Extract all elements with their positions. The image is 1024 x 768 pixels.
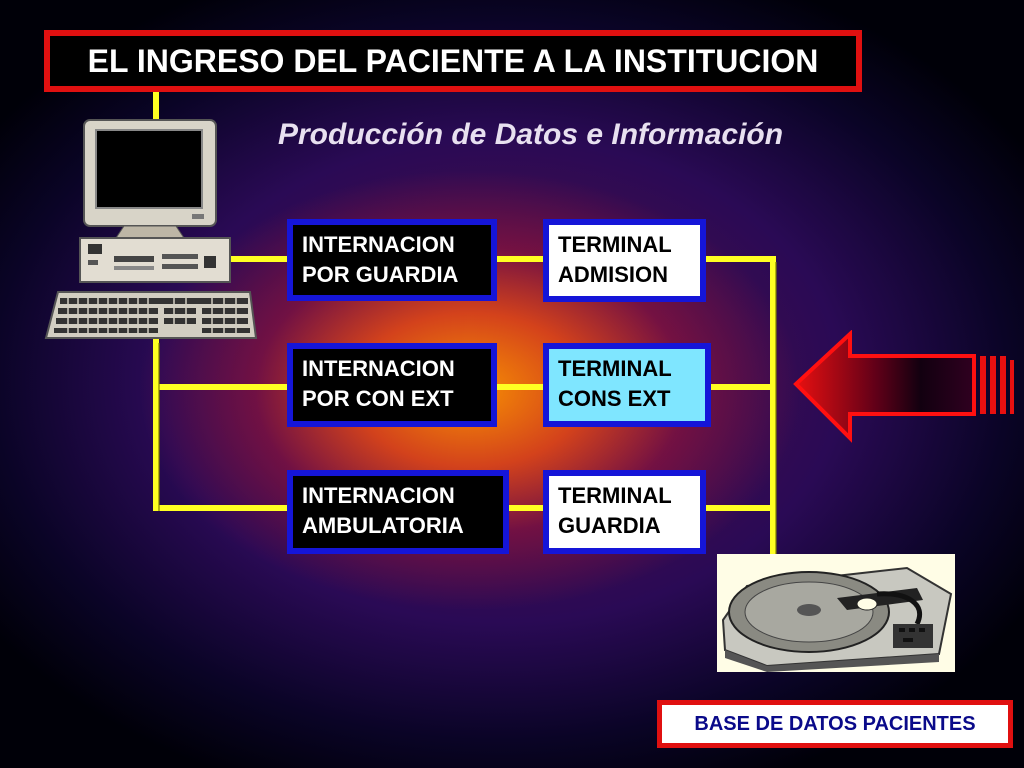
box-line2: POR CON EXT	[302, 386, 454, 411]
box-line1: TERMINAL	[558, 356, 672, 381]
hard-disk-icon	[721, 566, 953, 672]
box-terminal-guardia: TERMINAL GUARDIA	[543, 470, 706, 554]
left-arrow-icon	[793, 330, 1014, 443]
database-label: BASE DE DATOS PACIENTES	[694, 712, 976, 735]
box-line2: ADMISION	[558, 262, 668, 287]
box-line1: INTERNACION	[302, 483, 455, 508]
box-line1: TERMINAL	[558, 483, 672, 508]
box-terminal-admision: TERMINAL ADMISION	[543, 219, 706, 302]
box-line1: INTERNACION	[302, 232, 455, 257]
box-internacion-cons-ext: INTERNACION POR CON EXT	[287, 343, 497, 427]
hard-disk-image	[717, 554, 955, 672]
slide-subtitle: Producción de Datos e Información	[278, 118, 784, 151]
title-box: EL INGRESO DEL PACIENTE A LA INSTITUCION	[44, 30, 862, 92]
box-internacion-ambulatoria: INTERNACION AMBULATORIA	[287, 470, 509, 554]
slide-title: EL INGRESO DEL PACIENTE A LA INSTITUCION	[87, 42, 819, 79]
box-line1: INTERNACION	[302, 356, 455, 381]
box-line2: AMBULATORIA	[302, 513, 464, 538]
database-label-box: BASE DE DATOS PACIENTES	[657, 700, 1013, 748]
box-internacion-guardia: INTERNACION POR GUARDIA	[287, 219, 497, 301]
box-line1: TERMINAL	[558, 232, 672, 257]
box-terminal-cons-ext: TERMINAL CONS EXT	[543, 343, 711, 427]
box-line2: CONS EXT	[558, 386, 671, 411]
box-line2: GUARDIA	[558, 513, 661, 538]
box-line2: POR GUARDIA	[302, 262, 459, 287]
desktop-computer-icon	[44, 119, 258, 339]
